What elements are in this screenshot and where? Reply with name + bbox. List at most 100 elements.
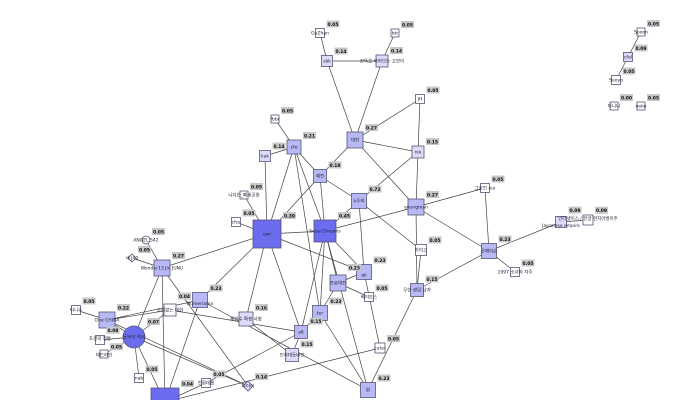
node-shape[interactable] [231,217,241,227]
node-numeri[interactable] [192,292,208,308]
node-shape[interactable] [242,380,254,392]
node-shape[interactable] [390,28,400,38]
node-shape[interactable] [321,55,333,67]
node-japanese[interactable] [555,216,567,228]
node-shape[interactable] [201,378,211,388]
node-shape[interactable] [374,342,386,354]
node-kak[interactable] [259,150,271,162]
node-shape[interactable] [351,193,367,209]
node-seoyo[interactable] [611,75,621,85]
node-shape[interactable] [313,219,337,243]
node-fbbr[interactable] [270,114,280,124]
node-shape[interactable] [122,325,146,349]
node-owl[interactable] [252,219,282,249]
node-shape[interactable] [259,150,271,162]
node-dead[interactable] [99,349,109,359]
node-mani[interactable] [609,101,619,111]
node-shape[interactable] [270,114,280,124]
node-shape[interactable] [346,131,364,149]
node-spoon[interactable] [636,27,646,37]
node-shape[interactable] [313,169,327,183]
node-shape[interactable] [329,274,347,292]
node-shape[interactable] [127,253,137,263]
node-girl[interactable] [510,267,520,277]
node-jehan[interactable] [238,311,254,327]
node-shape[interactable] [238,311,254,327]
node-cfss[interactable] [231,217,241,227]
node-jh[interactable] [415,94,425,104]
node-shape[interactable] [611,75,621,85]
node-shape[interactable] [555,216,567,228]
node-shape[interactable] [163,303,177,317]
node-shape[interactable] [294,325,308,339]
node-shape[interactable] [415,244,427,256]
node-shape[interactable] [410,283,424,297]
value-tag [272,142,286,150]
node-kjui[interactable] [351,193,367,209]
node-shape[interactable] [239,190,249,200]
node-cuter[interactable] [374,342,386,354]
node-oui[interactable] [480,183,490,193]
node-shape[interactable] [582,214,594,226]
node-shape[interactable] [510,267,520,277]
node-shape[interactable] [407,198,425,216]
node-alt[interactable] [294,325,308,339]
node-youngman[interactable] [407,198,425,216]
node-joseon[interactable] [95,335,105,345]
node-shape[interactable] [375,54,389,68]
node-guzhan[interactable] [315,28,325,38]
node-dia[interactable] [242,380,254,392]
node-neko[interactable] [636,101,646,111]
node-shape[interactable] [150,387,180,400]
node-shape[interactable] [71,305,81,315]
node-shape[interactable] [636,101,646,111]
node-shape[interactable] [415,94,425,104]
node-shape[interactable] [285,348,299,362]
node-shape[interactable] [99,349,109,359]
node-daejeon[interactable] [346,131,364,149]
node-yejeon[interactable] [313,169,327,183]
node-cfe[interactable] [286,139,302,155]
node-shape[interactable] [480,183,490,193]
node-bigcircle[interactable] [122,325,146,349]
node-shape[interactable] [141,235,151,245]
node-nab[interactable] [134,373,144,383]
node-bait[interactable] [364,292,374,302]
node-money[interactable] [71,305,81,315]
node-inha[interactable] [285,348,299,362]
node-shape[interactable] [286,139,302,155]
node-wonder[interactable] [153,259,171,277]
node-shape[interactable] [252,219,282,249]
node-daehwa[interactable] [163,303,177,317]
node-value: 0.07 [148,319,159,325]
node-cfal[interactable] [623,52,633,62]
node-sbk[interactable] [321,55,333,67]
node-btr[interactable] [390,28,400,38]
node-shape[interactable] [609,101,619,111]
node-gong[interactable] [481,243,497,259]
node-sae[interactable] [127,253,137,263]
node-shape[interactable] [364,292,374,302]
node-aigo[interactable] [415,244,427,256]
node-shape[interactable] [411,145,425,159]
node-shape[interactable] [95,335,105,345]
node-won[interactable] [360,382,376,398]
node-shape[interactable] [315,28,325,38]
node-bottom[interactable] [150,387,180,400]
node-park[interactable] [239,190,249,200]
node-angel[interactable] [141,235,151,245]
node-shape[interactable] [360,382,376,398]
node-nle[interactable] [411,145,425,159]
node-shape[interactable] [636,27,646,37]
node-shape[interactable] [192,292,208,308]
node-pro[interactable] [329,274,347,292]
node-random[interactable] [410,283,424,297]
node-seoul[interactable] [313,219,337,243]
node-shape[interactable] [153,259,171,277]
node-internet[interactable] [582,214,594,226]
node-jeonhwan[interactable] [201,378,211,388]
node-shape[interactable] [134,373,144,383]
node-shape[interactable] [623,52,633,62]
node-cat[interactable] [375,54,389,68]
node-shape[interactable] [481,243,497,259]
